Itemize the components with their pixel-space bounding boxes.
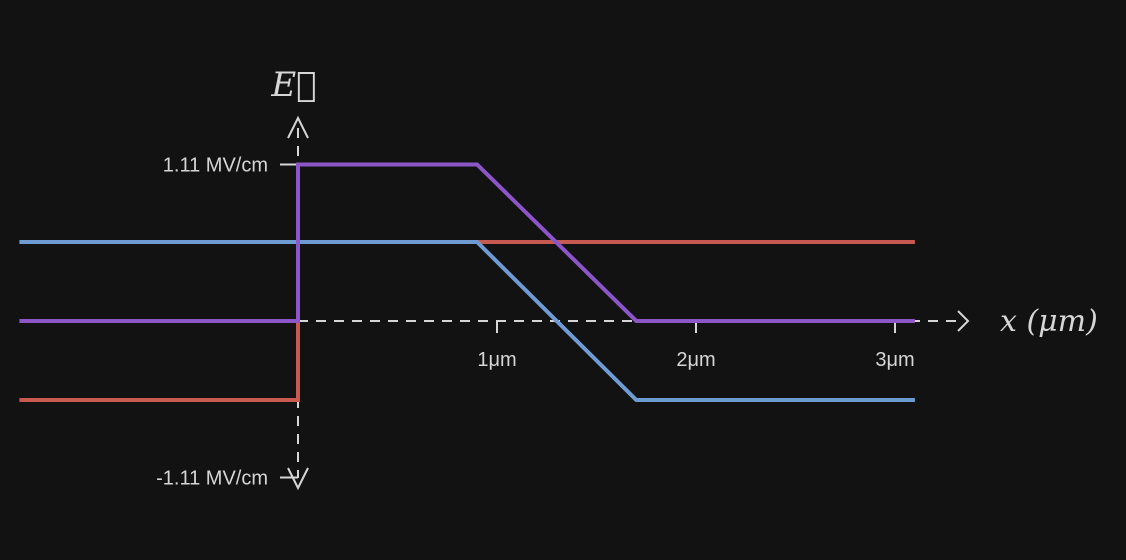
y-tick-label: 1.11 MV/cm [163,154,268,176]
x-tick-label: 3μm [875,349,914,371]
y-tick-label: -1.11 MV/cm [156,468,268,490]
x-axis-arrow [957,310,970,332]
x-tick-label: 2μm [676,349,715,371]
labels-layer: E⃗ x (μm) [270,65,1097,339]
x-tick-label: 1μm [477,349,516,371]
y-axis-arrow-down [287,467,309,491]
series-line-3 [19,162,915,323]
axes-layer: 1μm 2μm 3μm 1.11 MV/cm -1.11 MV/cm [156,115,970,491]
series-layer [19,162,915,402]
y-axis-label: E⃗ [270,65,316,105]
series-line-2 [19,240,915,402]
x-axis-label: x (μm) [1000,304,1098,339]
y-axis-arrow-up [287,115,309,139]
